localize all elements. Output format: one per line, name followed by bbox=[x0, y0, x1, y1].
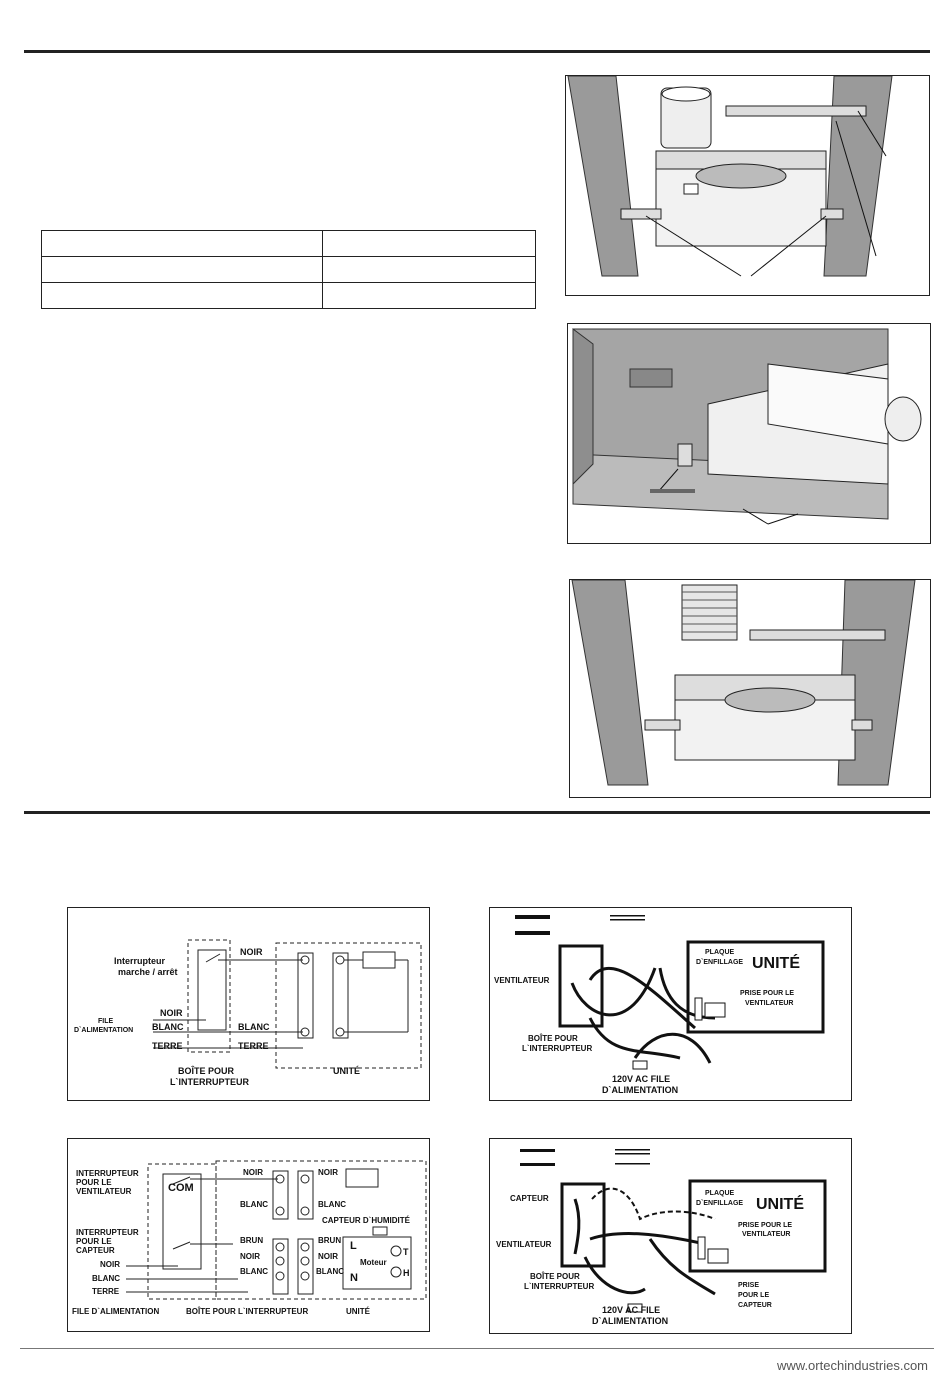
duct-mount-illustration bbox=[571, 580, 916, 786]
plaque-label-1: PLAQUE bbox=[705, 1190, 735, 1197]
h-label: H bbox=[403, 1268, 410, 1278]
box-label-1: BOÎTE POUR bbox=[178, 1065, 235, 1076]
figure-duct-mount bbox=[569, 579, 931, 798]
schematic-dual-switch-svg: INTERRUPTEUR POUR LE VENTILATEUR COM INT… bbox=[72, 1160, 427, 1316]
brun-a-label: BRUN bbox=[240, 1236, 263, 1245]
sensor-switch-label-3: CAPTEUR bbox=[76, 1246, 115, 1255]
blanc-left-label: BLANC bbox=[92, 1274, 120, 1283]
pictorial-single-switch: VENTILATEUR PLAQUE D`ENFILLAGE UNITÉ PRI… bbox=[489, 907, 852, 1101]
sensor-switch-label-1: INTERRUPTEUR bbox=[76, 1228, 139, 1237]
pictorial-dual-switch-svg: CAPTEUR VENTILATEUR PLAQUE D`ENFILLAGE U… bbox=[496, 1149, 827, 1326]
noir-c-label: NOIR bbox=[240, 1252, 260, 1261]
prise-label-2: VENTILATEUR bbox=[742, 1231, 790, 1238]
section-divider bbox=[24, 811, 930, 814]
pictorial-single-switch-svg: VENTILATEUR PLAQUE D`ENFILLAGE UNITÉ PRI… bbox=[494, 915, 825, 1095]
noir-top-label: NOIR bbox=[240, 947, 263, 957]
t-label: T bbox=[403, 1247, 409, 1257]
switch-label-2: marche / arrêt bbox=[118, 967, 178, 977]
unit-label: UNITÉ bbox=[756, 1194, 804, 1213]
fan-switch-label-2: POUR LE bbox=[76, 1178, 112, 1187]
terre-right-label: TERRE bbox=[238, 1041, 269, 1051]
blanc-d-label: BLANC bbox=[316, 1267, 344, 1276]
fan-switch-label-1: INTERRUPTEUR bbox=[76, 1169, 139, 1178]
noir-b-label: NOIR bbox=[318, 1168, 338, 1177]
box-label-2: L`INTERRUPTEUR bbox=[170, 1077, 249, 1087]
joist-brackets-illustration bbox=[567, 76, 893, 277]
prise-label-2: VENTILATEUR bbox=[745, 1000, 793, 1007]
prise-capteur-label-3: CAPTEUR bbox=[738, 1302, 772, 1309]
table-row bbox=[41, 230, 536, 257]
figure-joist-brackets bbox=[565, 75, 930, 296]
supply-label-2: D`ALIMENTATION bbox=[74, 1027, 133, 1034]
terre-left-label: TERRE bbox=[152, 1041, 183, 1051]
schematic-basic-svg: Interrupteur marche / arrêt NOIR FILE D`… bbox=[74, 939, 422, 1087]
switch-label-1: Interrupteur bbox=[114, 956, 166, 966]
n-label: N bbox=[350, 1272, 358, 1284]
noir-a-label: NOIR bbox=[243, 1168, 263, 1177]
terre-left-label: TERRE bbox=[92, 1287, 120, 1296]
figure-side-mount bbox=[567, 323, 931, 544]
schematic-dual-switch: INTERRUPTEUR POUR LE VENTILATEUR COM INT… bbox=[67, 1138, 430, 1332]
blanc-a-label: BLANC bbox=[240, 1200, 268, 1209]
l-label: L bbox=[350, 1240, 357, 1252]
blanc-right-label: BLANC bbox=[238, 1022, 270, 1032]
noir-label: NOIR bbox=[160, 1008, 183, 1018]
unit-label: UNITÉ bbox=[752, 953, 800, 972]
box-label: BOÎTE POUR L`INTERRUPTEUR bbox=[186, 1307, 308, 1316]
unit-label: UNITÉ bbox=[346, 1307, 371, 1316]
capteur-label: CAPTEUR D`HUMIDITÉ bbox=[322, 1216, 411, 1225]
plaque-label-2: D`ENFILLAGE bbox=[696, 959, 743, 966]
supply-label-1: FILE bbox=[98, 1018, 113, 1025]
prise-capteur-label-2: POUR LE bbox=[738, 1292, 769, 1299]
noir-left-label: NOIR bbox=[100, 1260, 120, 1269]
supply-label: FILE D`ALIMENTATION bbox=[72, 1307, 159, 1316]
prise-capteur-label-1: PRISE bbox=[738, 1282, 759, 1289]
footer-url[interactable]: www.ortechindustries.com bbox=[777, 1358, 928, 1373]
side-mount-illustration bbox=[572, 328, 922, 525]
pictorial-dual-switch: CAPTEUR VENTILATEUR PLAQUE D`ENFILLAGE U… bbox=[489, 1138, 852, 1334]
com-label: COM bbox=[168, 1182, 194, 1194]
supply-label-1: 120V AC FILE bbox=[612, 1074, 670, 1084]
sensor-switch-label-2: POUR LE bbox=[76, 1237, 112, 1246]
supply-label-2: D`ALIMENTATION bbox=[602, 1085, 678, 1095]
prise-label-1: PRISE POUR LE bbox=[740, 990, 794, 997]
blanc-c-label: BLANC bbox=[240, 1267, 268, 1276]
schematic-basic: Interrupteur marche / arrêt NOIR FILE D`… bbox=[67, 907, 430, 1101]
box-label-1: BOÎTE POUR bbox=[530, 1272, 580, 1281]
footer-divider bbox=[20, 1348, 934, 1349]
table-row bbox=[41, 282, 536, 309]
box-label-2: L`INTERRUPTEUR bbox=[522, 1044, 592, 1053]
top-divider bbox=[24, 50, 930, 53]
box-label-2: L`INTERRUPTEUR bbox=[524, 1282, 594, 1291]
brun-b-label: BRUN bbox=[318, 1236, 341, 1245]
plaque-label-1: PLAQUE bbox=[705, 949, 735, 956]
supply-label-2: D`ALIMENTATION bbox=[592, 1316, 668, 1326]
fan-switch-label-3: VENTILATEUR bbox=[76, 1187, 132, 1196]
moteur-label: Moteur bbox=[360, 1258, 387, 1267]
ventilateur-label: VENTILATEUR bbox=[494, 976, 550, 985]
blanc-b-label: BLANC bbox=[318, 1200, 346, 1209]
plaque-label-2: D`ENFILLAGE bbox=[696, 1200, 743, 1207]
box-label-1: BOÎTE POUR bbox=[528, 1034, 578, 1043]
spec-table bbox=[41, 230, 536, 309]
prise-label-1: PRISE POUR LE bbox=[738, 1222, 792, 1229]
ventilateur-label: VENTILATEUR bbox=[496, 1240, 552, 1249]
unit-label: UNITÉ bbox=[333, 1066, 360, 1076]
noir-d-label: NOIR bbox=[318, 1252, 338, 1261]
capteur-label: CAPTEUR bbox=[510, 1194, 549, 1203]
supply-label-1: 120V AC FILE bbox=[602, 1305, 660, 1315]
table-row bbox=[41, 256, 536, 283]
blanc-left-label: BLANC bbox=[152, 1022, 184, 1032]
